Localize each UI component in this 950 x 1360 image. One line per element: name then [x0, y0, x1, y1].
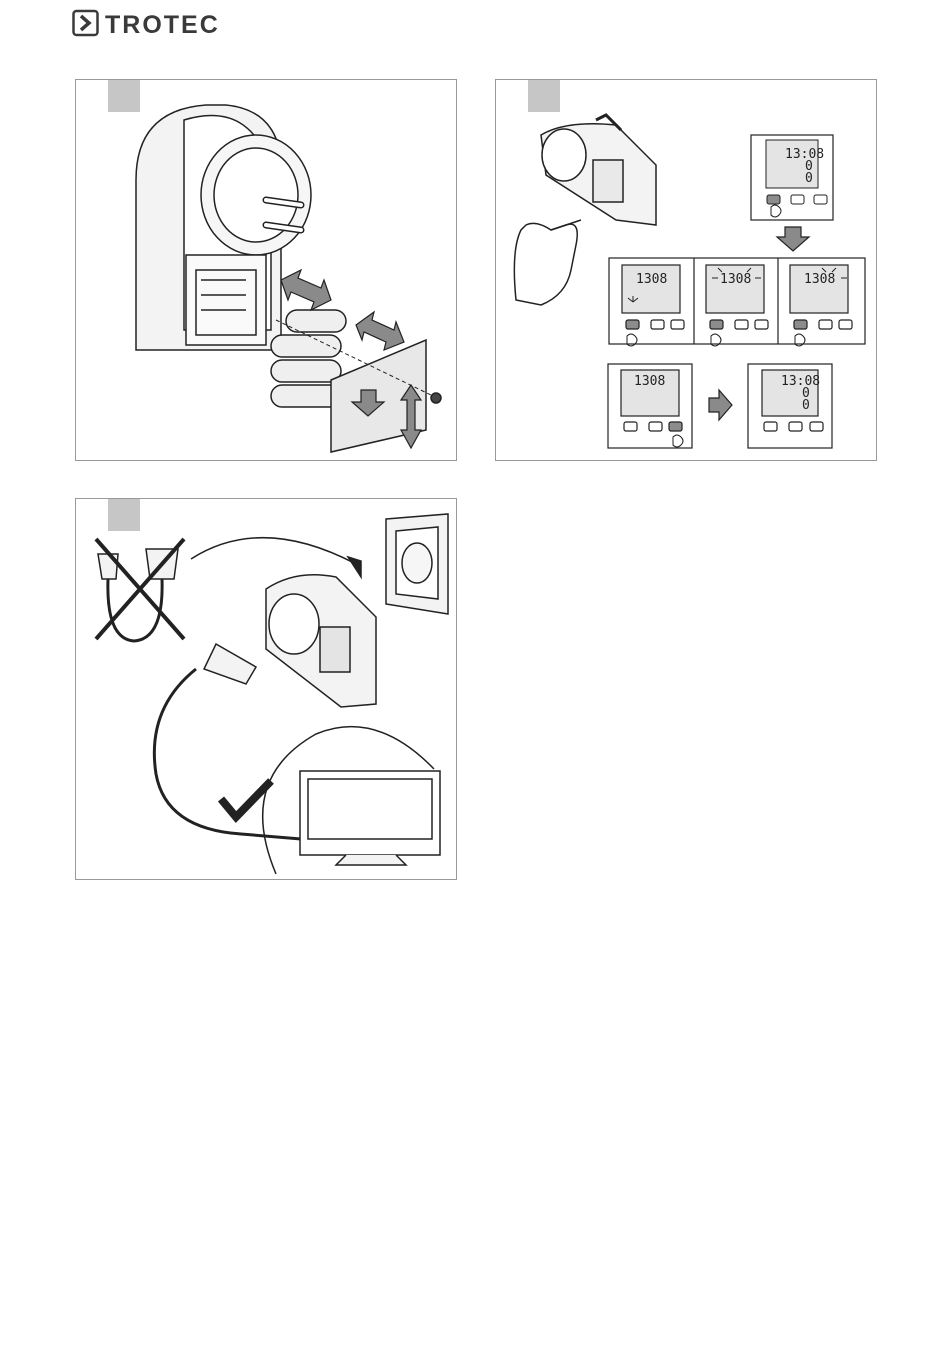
arrow-down-icon — [777, 227, 809, 251]
display-state-initial: 13:08 0 0 — [751, 135, 833, 220]
step-number-box — [528, 80, 560, 112]
figure-panel-connection — [75, 498, 457, 880]
battery-illustration — [76, 80, 456, 460]
time-setting-illustration: 13:08 0 0 1308 1308 1308 — [496, 80, 876, 460]
step-number-box — [108, 80, 140, 112]
arrow-right-icon — [709, 390, 732, 420]
connection-illustration — [76, 499, 456, 879]
brand-name: TROTEC — [105, 11, 220, 38]
figure-panel-battery — [75, 79, 457, 461]
lcd-time-bottom-right: 13:08 — [781, 374, 820, 389]
lcd-time-row-3: 1308 — [804, 272, 835, 287]
figure-panel-time-setting: 13:08 0 0 1308 1308 1308 — [495, 79, 877, 461]
brand-logo: TROTEC — [72, 8, 272, 38]
lcd-time-bottom-left: 1308 — [634, 374, 665, 389]
logo-chevron-icon — [74, 11, 98, 35]
lcd-zero-bottom-2: 0 — [802, 398, 810, 413]
step-number-box — [108, 499, 140, 531]
lcd-time-row-1: 1308 — [636, 272, 667, 287]
lcd-zero-2: 0 — [805, 171, 813, 186]
lcd-time-row-2: 1308 — [720, 272, 751, 287]
